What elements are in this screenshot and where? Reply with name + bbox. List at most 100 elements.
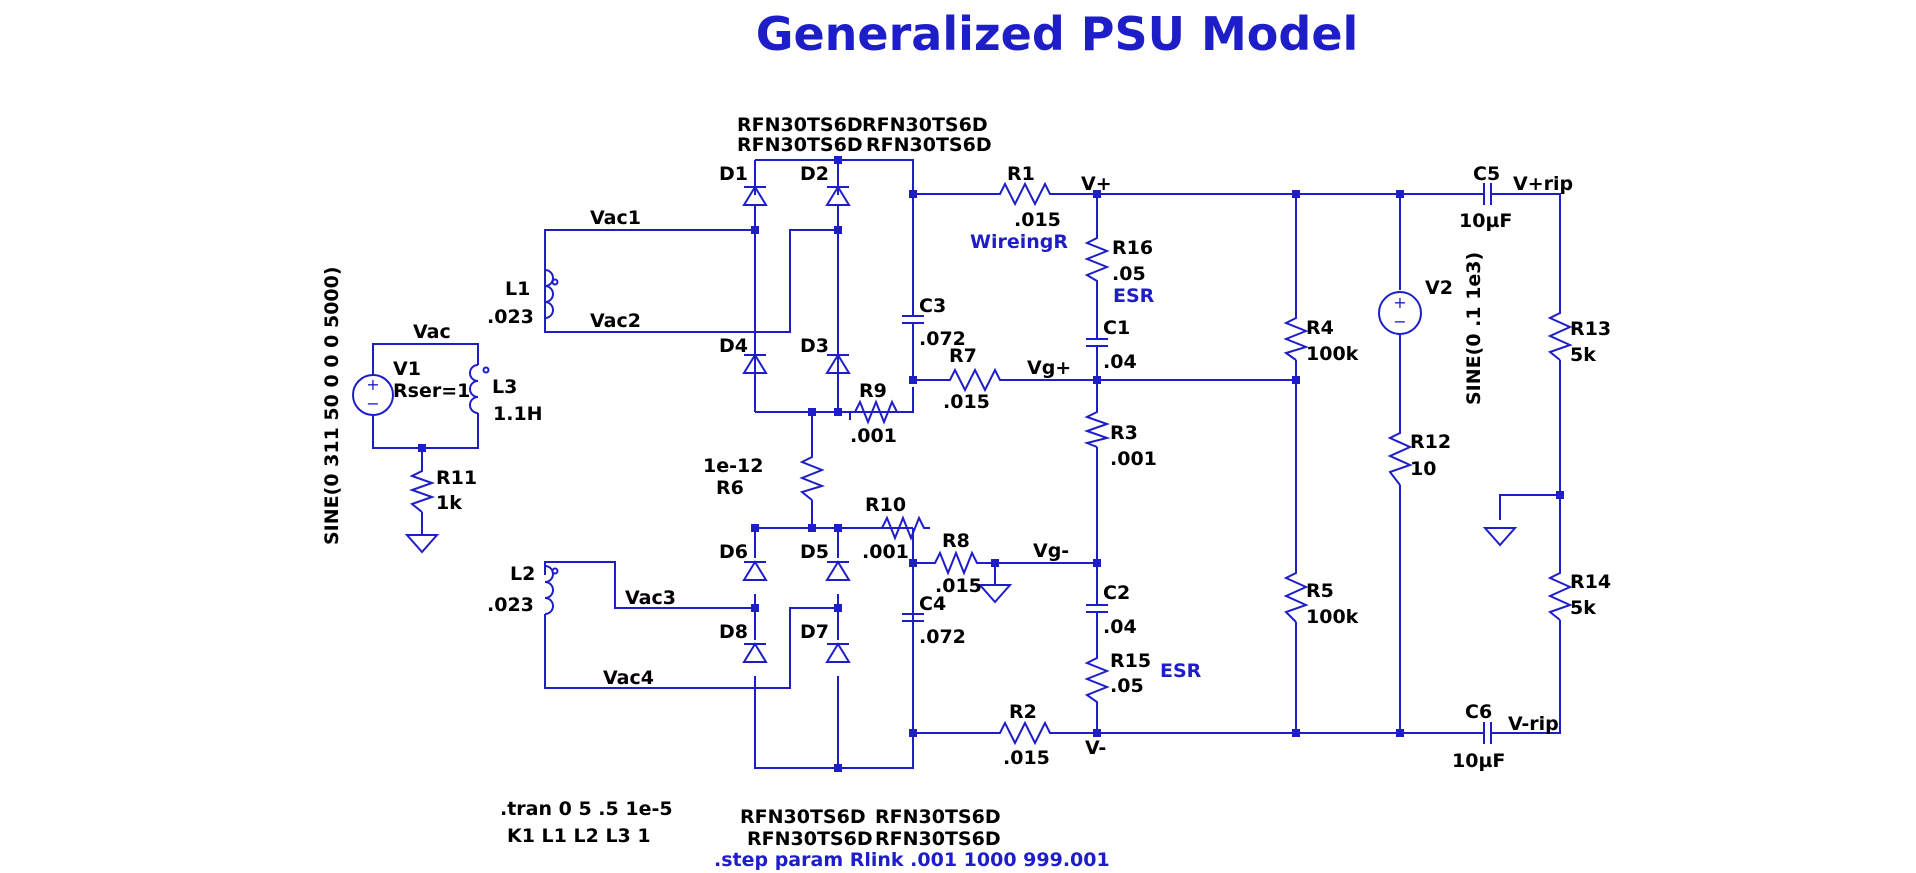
r15-note: ESR	[1160, 660, 1202, 682]
r3-ref: R3	[1110, 422, 1138, 444]
d7-ref: D7	[800, 621, 829, 643]
svg-text:−: −	[1393, 312, 1406, 331]
r16-value: .05	[1112, 263, 1146, 285]
capacitor-c2	[1086, 563, 1108, 650]
resistor-r10	[877, 515, 930, 541]
voltage-sources: + − + −	[352, 291, 1422, 416]
resistor-r6	[799, 450, 826, 501]
r11-value: 1k	[436, 492, 462, 514]
inductors	[469, 230, 559, 688]
capacitor-c4	[902, 563, 924, 622]
c5-ref: C5	[1473, 163, 1500, 185]
capacitor-c3	[902, 195, 924, 380]
r12-value: 10	[1410, 458, 1436, 480]
v1-param: Rser=1	[393, 380, 470, 402]
net-vgminus: Vg-	[1033, 540, 1069, 562]
r13-value: 5k	[1570, 344, 1596, 366]
d3-model-label: RFN30TS6D	[866, 134, 992, 156]
r1-note: WireingR	[970, 231, 1068, 253]
l3-ref: L3	[492, 376, 517, 398]
r6-ref: R6	[716, 477, 744, 499]
net-vac4: Vac4	[603, 667, 654, 689]
r2-ref: R2	[1009, 701, 1037, 723]
wires	[372, 159, 1561, 769]
inductor-l1	[544, 230, 559, 332]
r6-value: 1e-12	[703, 455, 763, 477]
d2-model-label: RFN30TS6D	[862, 114, 988, 136]
svg-text:+: +	[1393, 293, 1406, 312]
net-vplusrip: V+rip	[1513, 173, 1573, 195]
diode-d5	[825, 560, 851, 581]
net-vgplus: Vg+	[1027, 357, 1071, 379]
resistor-r12	[1387, 425, 1413, 486]
c2-ref: C2	[1103, 582, 1130, 604]
r16-ref: R16	[1112, 237, 1153, 259]
r15-ref: R15	[1110, 650, 1151, 672]
diode-d4	[742, 353, 768, 374]
r7-ref: R7	[949, 345, 977, 367]
net-vac3: Vac3	[625, 587, 676, 609]
resistor-r1	[990, 181, 1055, 207]
r9-ref: R9	[859, 380, 887, 402]
l1-ref: L1	[505, 278, 530, 300]
grounds	[404, 512, 1518, 604]
net-vac: Vac	[413, 321, 451, 343]
r14-value: 5k	[1570, 597, 1596, 619]
r10-value: .001	[862, 541, 909, 563]
r16-note: ESR	[1113, 285, 1155, 307]
svg-text:−: −	[366, 394, 379, 413]
r2-value: .015	[1003, 747, 1050, 769]
resistor-r9	[850, 399, 913, 425]
voltage-source-v1: + −	[352, 374, 394, 416]
diodes	[742, 160, 851, 663]
coupling-directive: K1 L1 L2 L3 1	[507, 825, 651, 847]
step-directive: .step param Rlink .001 1000 999.001	[714, 849, 1110, 871]
r13-ref: R13	[1570, 318, 1611, 340]
r15-value: .05	[1110, 675, 1144, 697]
v2-source-spec: SINE(0 .1 1e3)	[1463, 252, 1485, 405]
resistor-r8	[930, 550, 990, 576]
c2-value: .04	[1103, 616, 1137, 638]
l3-value: 1.1H	[493, 403, 543, 425]
r4-ref: R4	[1306, 317, 1334, 339]
resistor-r3	[1083, 407, 1111, 448]
capacitor-c5	[1478, 183, 1495, 205]
net-vminusrip: V-rip	[1508, 713, 1559, 735]
diode-d7	[825, 642, 851, 663]
diode-d2	[825, 160, 851, 230]
d8-model-label: RFN30TS6D	[747, 828, 873, 850]
r9-value: .001	[850, 425, 897, 447]
capacitor-c6	[1478, 722, 1495, 744]
r12-ref: R12	[1410, 431, 1451, 453]
r14-ref: R14	[1570, 571, 1611, 593]
resistor-r4	[1283, 310, 1310, 361]
capacitors	[902, 183, 1495, 744]
c6-ref: C6	[1465, 701, 1492, 723]
v1-source-spec: SINE(0 311 50 0 0 0 5000)	[321, 266, 343, 545]
resistor-r15	[1084, 650, 1110, 710]
resistor-r14	[1547, 565, 1573, 621]
net-vac1: Vac1	[590, 207, 641, 229]
diode-d1	[742, 160, 768, 230]
d7-model-label: RFN30TS6D	[875, 828, 1001, 850]
d8-ref: D8	[719, 621, 748, 643]
l2-value: .023	[487, 594, 534, 616]
resistor-r7	[944, 367, 1005, 393]
resistor-r5	[1283, 565, 1309, 623]
diode-d3	[825, 353, 851, 374]
r5-value: 100k	[1306, 606, 1359, 628]
tran-directive: .tran 0 5 .5 1e-5	[500, 798, 673, 820]
d2-ref: D2	[800, 163, 829, 185]
r8-value: .015	[935, 575, 982, 597]
ground-symbol	[977, 584, 1013, 604]
d6-ref: D6	[719, 541, 748, 563]
net-vac2: Vac2	[590, 310, 641, 332]
resistor-r2	[990, 720, 1055, 746]
d5-model-label: RFN30TS6D	[875, 806, 1001, 828]
voltage-source-v2: + −	[1378, 291, 1422, 335]
c1-ref: C1	[1103, 317, 1130, 339]
resistor-r16	[1084, 230, 1110, 289]
ground-symbol	[1482, 527, 1518, 547]
r5-ref: R5	[1306, 580, 1334, 602]
